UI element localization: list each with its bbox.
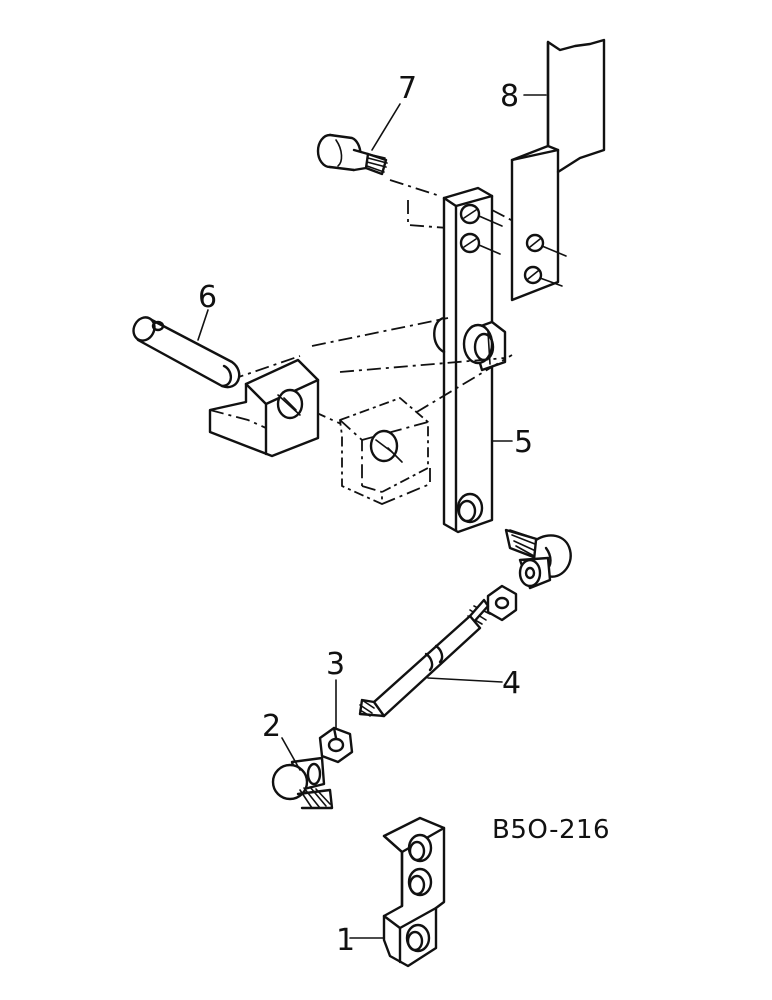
- bracket-right: [339, 397, 431, 505]
- part-6-pin: [132, 316, 241, 389]
- callout-2: 2: [262, 709, 281, 744]
- callout-6: 6: [198, 280, 217, 315]
- part-2-ball-joint: [271, 756, 334, 810]
- callout-1: 1: [336, 923, 355, 958]
- part-1-bracket: [382, 816, 446, 968]
- part-3-nut: [318, 726, 354, 764]
- drawing-code: B5O-216: [492, 815, 610, 845]
- callout-8: 8: [500, 79, 519, 114]
- ball-joint-upper: [504, 528, 572, 590]
- callout-4: 4: [502, 666, 521, 701]
- part-8-plate: [510, 38, 606, 302]
- callout-3: 3: [326, 647, 345, 682]
- part-7-screw: [316, 133, 388, 176]
- part-5-lever: [433, 186, 507, 534]
- leader-lines: [197, 94, 547, 939]
- callout-5: 5: [514, 425, 533, 460]
- bracket-left: [208, 358, 320, 458]
- part-4-rod: [358, 584, 518, 718]
- callout-7: 7: [398, 71, 417, 106]
